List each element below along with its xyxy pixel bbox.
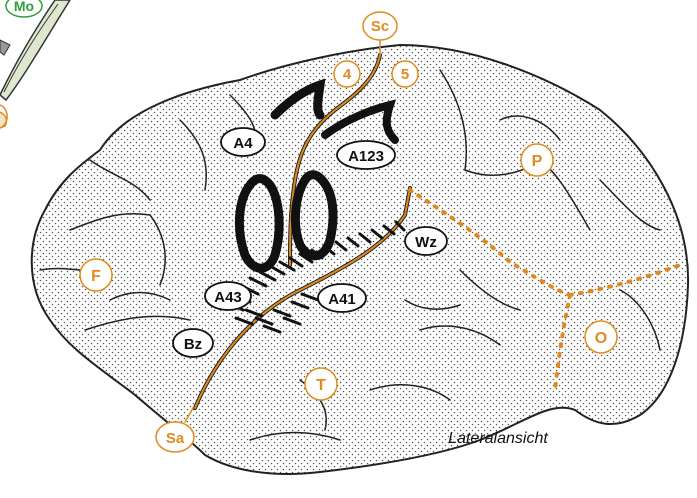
label-bz-text: Bz: [184, 336, 202, 353]
label-t: T: [305, 368, 337, 400]
label-f-text: F: [91, 268, 101, 285]
label-sa: Sa: [156, 422, 194, 452]
label-4: 4: [334, 61, 360, 87]
label-a4: A4: [221, 128, 265, 156]
brain-outline: [32, 45, 688, 474]
label-5-text: 5: [401, 66, 409, 83]
label-bz: Bz: [173, 329, 213, 357]
label-p-text: P: [532, 153, 543, 170]
label-sa-text: Sa: [166, 430, 185, 447]
mo-label-text: Mo: [14, 0, 34, 14]
label-a123-text: A123: [348, 148, 384, 165]
label-5: 5: [392, 61, 418, 87]
label-wz-text: Wz: [415, 234, 437, 251]
label-o-text: O: [595, 330, 607, 347]
label-wz: Wz: [405, 227, 447, 255]
label-f: F: [80, 259, 112, 291]
label-a43: A43: [205, 282, 251, 310]
mo-label: Mo: [6, 0, 42, 17]
label-t-text: T: [316, 377, 326, 394]
label-p: P: [521, 144, 553, 176]
label-a43-text: A43: [214, 289, 242, 306]
label-a41: A41: [318, 284, 366, 312]
caption-text: Lateralansicht: [448, 430, 548, 447]
pen-illustration: [0, 0, 70, 128]
label-a123: A123: [337, 141, 395, 169]
label-a4-text: A4: [233, 135, 253, 152]
label-sc: Sc: [363, 12, 397, 40]
label-4-text: 4: [343, 66, 352, 83]
label-o: O: [585, 321, 617, 353]
label-a41-text: A41: [328, 291, 356, 308]
label-sc-text: Sc: [371, 18, 389, 35]
